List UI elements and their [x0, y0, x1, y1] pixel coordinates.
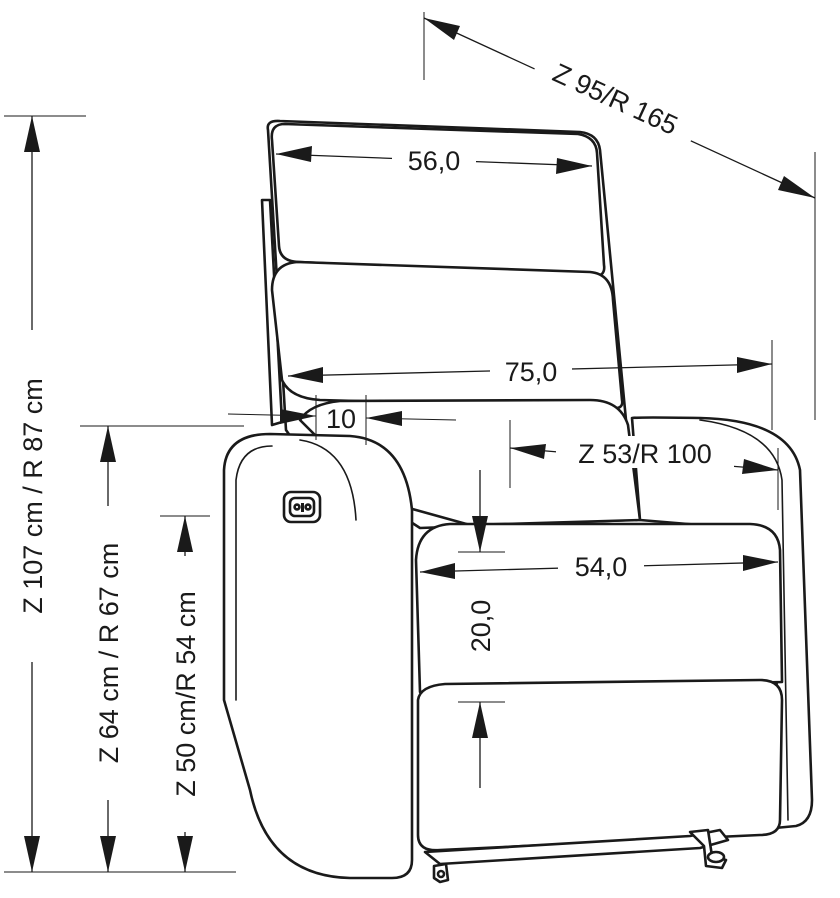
seat-height-label: Z 50 cm/R 54 cm: [171, 591, 201, 797]
total-height-label: Z 107 cm / R 87 cm: [18, 378, 48, 614]
seat-depth-dimension: Z 53/R 100: [509, 420, 779, 510]
seat-cushion: [414, 522, 784, 694]
left-armrest-top-seam: [299, 439, 357, 521]
backrest-width-dimension: 56,0: [275, 144, 593, 176]
armrest-width-label: 10: [326, 404, 356, 434]
upright-button-icon[interactable]: [304, 503, 312, 511]
left-armrest: [222, 432, 414, 880]
right-armrest-seam: [699, 419, 789, 821]
seat-depth-label: Z 53/R 100: [578, 439, 712, 469]
armrest-height-label: Z 64 cm / R 67 cm: [94, 543, 124, 764]
front-footrest: [416, 678, 784, 852]
depth-dimension-label: Z 95/R 165: [548, 58, 682, 141]
seat-width-label: 54,0: [575, 552, 628, 582]
armrest-height-dimension: Z 64 cm / R 67 cm: [80, 425, 244, 872]
seat-height-dimension: Z 50 cm/R 54 cm: [160, 515, 210, 872]
cushion-height-label: 20,0: [466, 600, 496, 653]
back-cushion: [270, 260, 624, 410]
backrest-width-label: 56,0: [408, 146, 461, 176]
head-cushion: [270, 122, 606, 278]
base-foot-right: [706, 850, 726, 864]
usb-port-icon: [301, 503, 304, 512]
total-height-dimension: Z 107 cm / R 87 cm: [4, 115, 236, 873]
armrest-width-dimension: 10: [227, 395, 457, 445]
recline-button-icon[interactable]: [293, 503, 301, 511]
total-width-dimension: 75,0: [287, 340, 773, 430]
power-button-panel[interactable]: [282, 490, 322, 524]
seat-width-dimension: 54,0: [419, 550, 779, 582]
recliner-chair: [222, 119, 814, 884]
base-bolt: [436, 869, 446, 879]
cushion-height-dimension: 20,0: [458, 470, 505, 788]
total-width-label: 75,0: [505, 357, 558, 387]
left-armrest-front-seam: [235, 445, 273, 701]
